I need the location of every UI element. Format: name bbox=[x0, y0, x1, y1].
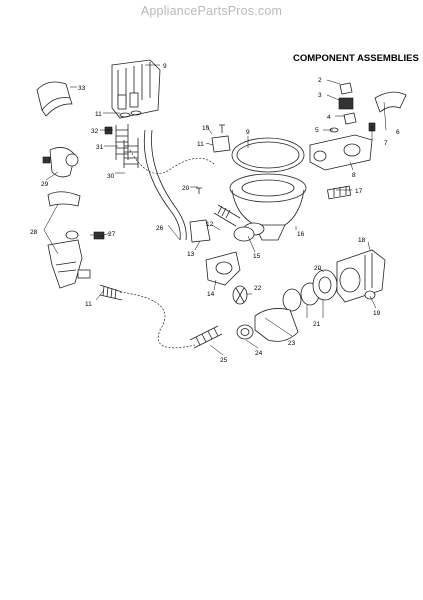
callout-19: 20 bbox=[314, 265, 322, 272]
callout-33: 9 bbox=[163, 63, 167, 70]
part-8-ring bbox=[231, 137, 305, 173]
part-20-seal bbox=[282, 282, 320, 312]
callout-23: 24 bbox=[255, 350, 263, 357]
callout-28: 29 bbox=[41, 181, 49, 188]
part-7-manifold bbox=[309, 134, 373, 171]
diagram-heading: COMPONENT ASSEMBLIES bbox=[293, 53, 419, 64]
callout-12: 13 bbox=[187, 251, 195, 258]
part-11-hose-lower bbox=[99, 284, 123, 301]
callout-32: 33 bbox=[78, 85, 86, 92]
part-24-hose bbox=[189, 325, 223, 349]
part-11-oring-top bbox=[119, 110, 142, 118]
part-19-cover bbox=[312, 269, 338, 301]
callout-30: 31 bbox=[96, 144, 104, 151]
hose-lower bbox=[119, 291, 196, 349]
callout-13: 14 bbox=[207, 291, 215, 298]
callout-11-b: 11 bbox=[85, 301, 92, 308]
callout-8: 9 bbox=[246, 129, 250, 136]
part-30-bellows bbox=[115, 124, 129, 160]
callout-14: 15 bbox=[253, 253, 261, 260]
part-33-housing bbox=[111, 59, 161, 119]
part-17-motor bbox=[336, 249, 386, 303]
part-14-pump-top bbox=[233, 226, 255, 242]
part-26-connector bbox=[90, 231, 111, 240]
callout-31: 32 bbox=[91, 128, 99, 135]
callout-29: 30 bbox=[107, 173, 115, 180]
part-28-sensor bbox=[42, 147, 79, 178]
part-18-cap bbox=[364, 290, 376, 300]
callout-26: 27 bbox=[108, 231, 116, 238]
callout-9-b: 20 bbox=[182, 185, 190, 192]
hose-upper bbox=[129, 149, 216, 174]
part-22-pump-housing bbox=[254, 308, 299, 342]
part-32-cover bbox=[36, 81, 73, 117]
callout-27: 28 bbox=[30, 229, 38, 236]
callout-16: 17 bbox=[355, 188, 363, 195]
callout-5: 6 bbox=[396, 129, 400, 136]
part-3-insert bbox=[343, 112, 357, 125]
callout-21: 22 bbox=[254, 285, 262, 292]
part-21-impeller bbox=[232, 285, 248, 305]
callout-11-c: 12 bbox=[206, 221, 214, 228]
callout-7: 8 bbox=[352, 172, 356, 179]
part-27-valve bbox=[47, 191, 91, 289]
callout-15: 16 bbox=[297, 231, 305, 238]
callout-11-a: 11 bbox=[95, 111, 102, 118]
callout-25: 26 bbox=[156, 225, 164, 232]
callout-10: 11 bbox=[197, 141, 204, 148]
watermark: AppliancePartsPros.com bbox=[140, 4, 283, 18]
part-9-screw-mid bbox=[196, 187, 202, 194]
part-12-bracket bbox=[189, 219, 211, 243]
part-31-clip bbox=[104, 126, 113, 135]
callout-9-a: 10 bbox=[202, 125, 210, 132]
callout-17: 18 bbox=[358, 237, 366, 244]
part-2-block bbox=[338, 97, 354, 110]
part-16-heater bbox=[327, 185, 352, 200]
callout-1: 2 bbox=[318, 77, 322, 84]
part-9-screw-top bbox=[219, 124, 225, 133]
callout-20: 21 bbox=[313, 321, 321, 328]
callout-3: 4 bbox=[327, 114, 331, 121]
part-10-bracket bbox=[211, 135, 231, 153]
callout-24: 25 bbox=[220, 357, 228, 364]
part-1-cap bbox=[339, 82, 353, 95]
part-5-cover bbox=[374, 91, 407, 113]
part-11-hose-mid bbox=[213, 204, 241, 227]
part-13-motor bbox=[205, 251, 241, 286]
callout-18: 19 bbox=[373, 310, 381, 317]
part-23-outlet bbox=[236, 324, 254, 340]
callout-4: 5 bbox=[315, 127, 319, 134]
callout-6: 7 bbox=[384, 140, 388, 147]
part-29-bellows bbox=[123, 138, 139, 168]
part-25-hose bbox=[143, 129, 187, 241]
callout-22: 23 bbox=[288, 340, 296, 347]
callout-2: 3 bbox=[318, 92, 322, 99]
